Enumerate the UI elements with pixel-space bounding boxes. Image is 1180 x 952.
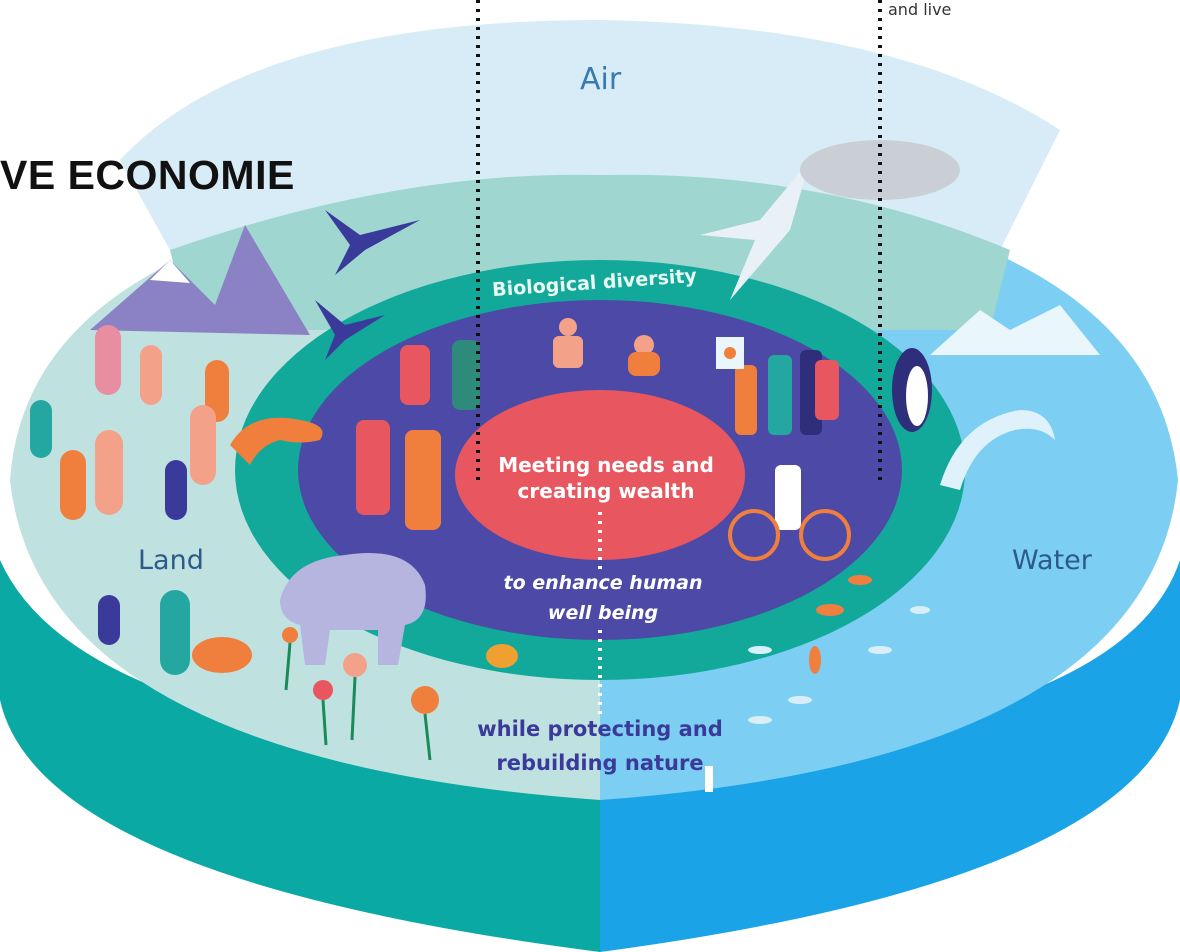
trees-group [30,325,252,675]
protect-line1: while protecting and [477,717,723,741]
swallow-icon [325,210,420,275]
protect-line2: rebuilding nature [496,751,704,775]
iceberg-icon [930,305,1100,355]
bee-icon [486,644,518,668]
air-label: Air [580,62,622,97]
protect-nature-label: while protecting and rebuilding nature [465,712,735,780]
fish-school [748,575,930,724]
mountain-icon [90,225,310,335]
center-circle [455,390,745,560]
page-heading: VE ECONOMIE [0,152,295,198]
air-layer [120,20,1060,250]
salamander-icon [230,417,323,465]
penguin-belly [906,366,928,426]
meeting-needs-label: Meeting needs and creating wealth [475,452,737,504]
enhance-wellbeing-label: to enhance human well being [496,568,710,628]
rhino-icon [280,553,426,665]
albatross-icon [700,160,810,300]
and-live-label: and live [888,0,952,19]
sign-sun [724,347,736,359]
land-label: Land [138,545,204,576]
enhance-line2: well being [547,602,659,624]
mountain-snow [150,260,190,283]
hills-band [170,174,1010,330]
people-group [356,318,851,561]
meeting-needs-line1: Meeting needs and [498,453,714,477]
enhance-line1: to enhance human [503,572,703,594]
water-side [600,560,1180,952]
marker [705,766,713,792]
land-side [0,560,600,952]
meeting-needs-line2: creating wealth [517,479,695,503]
water-label: Water [1012,545,1092,576]
cloud-icon [800,140,960,200]
dolphin-icon [940,410,1055,490]
flowers-group [282,627,439,761]
swallow-icon-2 [315,300,385,360]
